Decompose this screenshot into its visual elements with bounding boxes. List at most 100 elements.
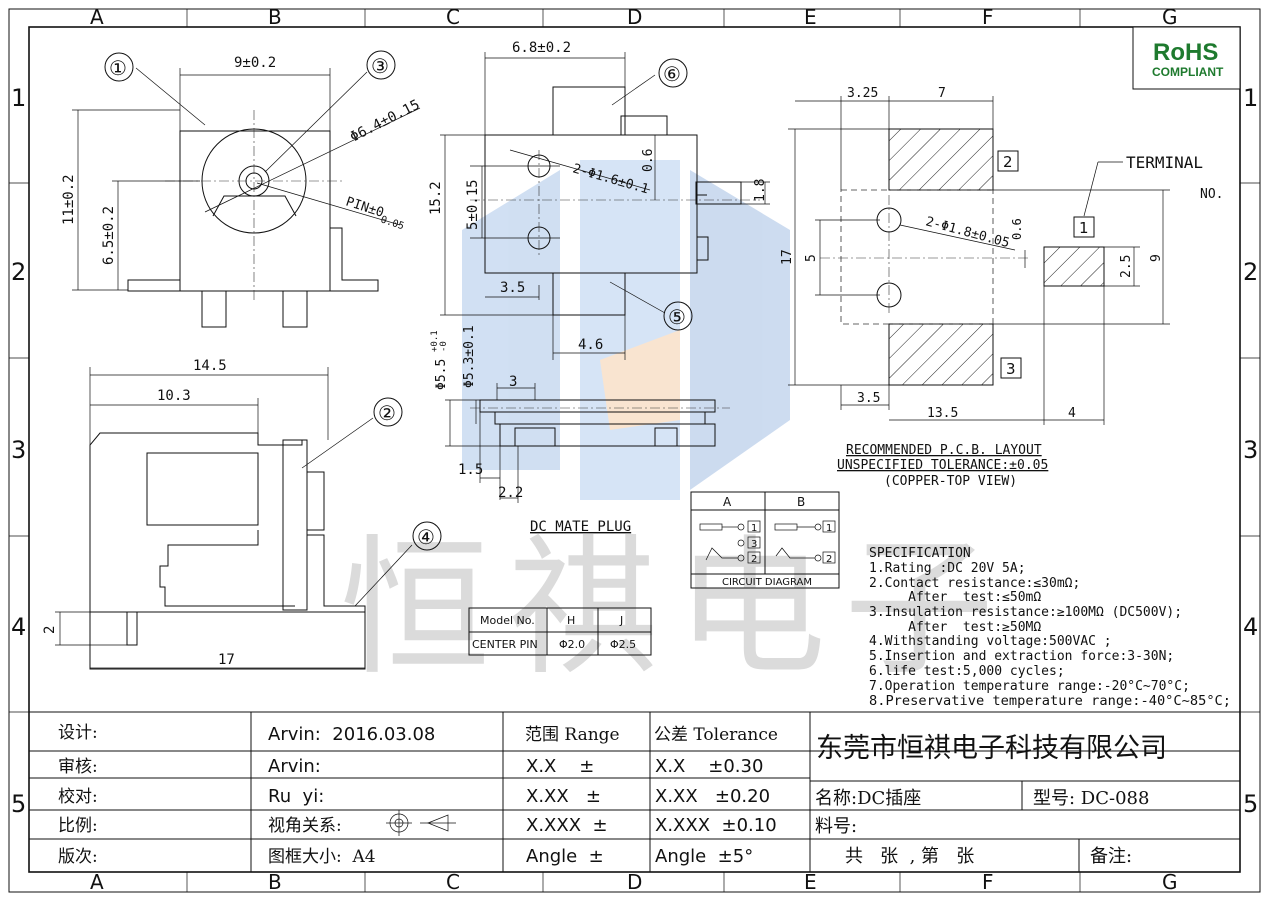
model-table: Model No. H J CENTER PIN Φ2.0 Φ2.5 xyxy=(468,607,652,656)
spec-line: 4.Withstanding voltage:500VAC ; xyxy=(869,634,1112,649)
dim-plug-55: Φ5.5 xyxy=(434,359,449,390)
tol-row: X.XXX ±0.10 xyxy=(655,815,777,836)
col-letter-top: D xyxy=(627,5,642,29)
terminal-no-label: NO. xyxy=(1200,187,1223,202)
col-letter-top: E xyxy=(804,5,817,29)
pcb-caption-3: (COPPER-TOP VIEW) xyxy=(884,474,1017,489)
design-value: Arvin: 2016.03.08 xyxy=(268,724,435,745)
spec-line: After test:≤50mΩ xyxy=(869,590,1041,605)
model-header-h: H xyxy=(567,614,575,627)
tol-row: X.X ±0.30 xyxy=(655,756,763,777)
pcb-caption-1: RECOMMENDED P.C.B. LAYOUT xyxy=(846,443,1042,458)
dim-plug-22: 2.2 xyxy=(498,485,523,501)
svg-text:1: 1 xyxy=(751,523,757,534)
row-number-right: 2 xyxy=(1243,258,1258,286)
row-number-right: 3 xyxy=(1243,436,1258,464)
model-cell-h: Φ2.0 xyxy=(559,638,585,651)
label-scale: 比例: xyxy=(58,816,98,836)
callout-5: ⑤ xyxy=(668,305,686,329)
dim-pcb-25: 2.5 xyxy=(1119,255,1134,278)
dim-bot-145: 14.5 xyxy=(193,358,227,374)
dim-side-18: 1.8 xyxy=(753,179,768,202)
dim-bot-2: 2 xyxy=(42,626,58,634)
col-letter-bottom: G xyxy=(1162,870,1178,894)
tol-row: Angle ±5° xyxy=(655,846,753,867)
part-name: 名称:DC插座 xyxy=(815,788,921,809)
terminal-2-label: 2 xyxy=(1003,153,1013,171)
model-cell-centerpin: CENTER PIN xyxy=(472,638,538,651)
callout-6: ⑥ xyxy=(663,62,681,86)
dim-pcb-35: 3.5 xyxy=(857,391,880,406)
range-header: 范围 Range xyxy=(525,725,620,745)
model-cell-j: Φ2.5 xyxy=(610,638,636,651)
rohs-logo: RoHS COMPLIANT xyxy=(1132,26,1241,90)
material-no: 料号: xyxy=(815,816,857,837)
model-header-j: J xyxy=(619,614,623,627)
callout-4: ④ xyxy=(417,525,435,549)
dim-pcb-135: 13.5 xyxy=(927,406,958,421)
dim-pin-tol: 0.05 xyxy=(379,214,405,232)
dim-plug-55-tol: +0.1 xyxy=(430,330,440,352)
dim-pcb-9: 9 xyxy=(1149,254,1164,262)
spec-line: 2.Contact resistance:≤30mΩ; xyxy=(869,576,1080,591)
dim-side-46: 4.6 xyxy=(578,337,603,353)
label-version: 版次: xyxy=(58,847,98,867)
dim-pcb-325: 3.25 xyxy=(847,86,878,101)
dim-dia-outer: Φ6.4±0.15 xyxy=(348,97,423,146)
pcb-layout: 3.25 7 17 5 2-Φ1.8±0.05 0.6 2.5 9 3.5 13… xyxy=(780,86,1223,489)
svg-text:B: B xyxy=(797,495,805,509)
dim-front-width: 9±0.2 xyxy=(234,55,276,71)
row-number-left: 2 xyxy=(11,258,26,286)
spec-line: After test:≥50MΩ xyxy=(869,620,1041,635)
col-letter-top: A xyxy=(90,5,104,29)
row-number-left: 4 xyxy=(11,613,26,641)
dim-side-height: 15.2 xyxy=(428,181,444,215)
svg-text:1: 1 xyxy=(826,523,832,534)
company-name: 东莞市恒祺电子科技有限公司 xyxy=(816,733,1167,764)
dim-pcb-5: 5 xyxy=(804,254,819,262)
svg-text:3: 3 xyxy=(751,539,757,550)
label-check: 校对: xyxy=(58,787,98,807)
dim-pcb-17: 17 xyxy=(780,249,795,265)
specification: SPECIFICATION 1.Rating :DC 20V 5A; 2.Con… xyxy=(869,546,1231,709)
dim-front-pin: 6.5±0.2 xyxy=(101,206,117,265)
front-view: 9±0.2 11±0.2 6.5±0.2 Φ6.4±0.15 PIN±0 0.0… xyxy=(61,50,423,328)
dim-side-35: 3.5 xyxy=(500,280,525,296)
watermark-logo xyxy=(462,160,790,500)
circuit-diagram: A B 1 3 2 1 2 CIRCUIT DIAGRAM xyxy=(690,491,840,589)
dim-pin: PIN±0 xyxy=(344,195,386,221)
col-letter-bottom: B xyxy=(268,870,282,894)
row-number-right: 4 xyxy=(1243,613,1258,641)
bottom-view: 14.5 10.3 2 17 ② ④ xyxy=(42,358,442,670)
dim-side-06: 0.6 xyxy=(641,149,656,172)
dim-pcb-06: 0.6 xyxy=(1010,218,1024,240)
review-value: Arvin: xyxy=(268,756,321,777)
sheet-count: 共 张 , 第 张 xyxy=(845,846,974,867)
check-value: Ru yi: xyxy=(268,786,324,807)
row-number-left: 5 xyxy=(11,790,26,818)
sheet-frame: A B C D E F G A B C D E F G 1 2 3 4 5 1 … xyxy=(8,5,1261,894)
col-letter-bottom: A xyxy=(90,870,104,894)
callout-1: ① xyxy=(109,56,127,80)
spec-line: 1.Rating :DC 20V 5A; xyxy=(869,561,1026,576)
svg-text:2: 2 xyxy=(826,554,832,565)
col-letter-bottom: E xyxy=(804,870,817,894)
remark: 备注: xyxy=(1090,846,1132,867)
terminal-3-label: 3 xyxy=(1006,360,1016,378)
callout-3: ③ xyxy=(371,54,389,78)
spec-line: 5.Insertion and extraction force:3-30N; xyxy=(869,649,1174,664)
spec-line: 3.Insulation resistance:≥100MΩ (DC500V); xyxy=(869,605,1182,620)
spec-line: 6.life test:5,000 cycles; xyxy=(869,664,1065,679)
row-number-right: 5 xyxy=(1243,790,1258,818)
dim-pcb-7: 7 xyxy=(938,86,946,101)
spec-title: SPECIFICATION xyxy=(869,546,971,561)
svg-text:RoHS: RoHS xyxy=(1153,39,1218,66)
view-relation: 视角关系: xyxy=(268,816,342,836)
dim-plug-15: 1.5 xyxy=(458,462,483,478)
frame-size: 图框大小: A4 xyxy=(268,847,376,867)
col-letter-bottom: F xyxy=(982,870,994,894)
col-letter-top: G xyxy=(1162,5,1178,29)
dim-plug-3: 3 xyxy=(509,374,517,390)
spec-line: 7.Operation temperature range:-20°C~70°C… xyxy=(869,679,1190,694)
